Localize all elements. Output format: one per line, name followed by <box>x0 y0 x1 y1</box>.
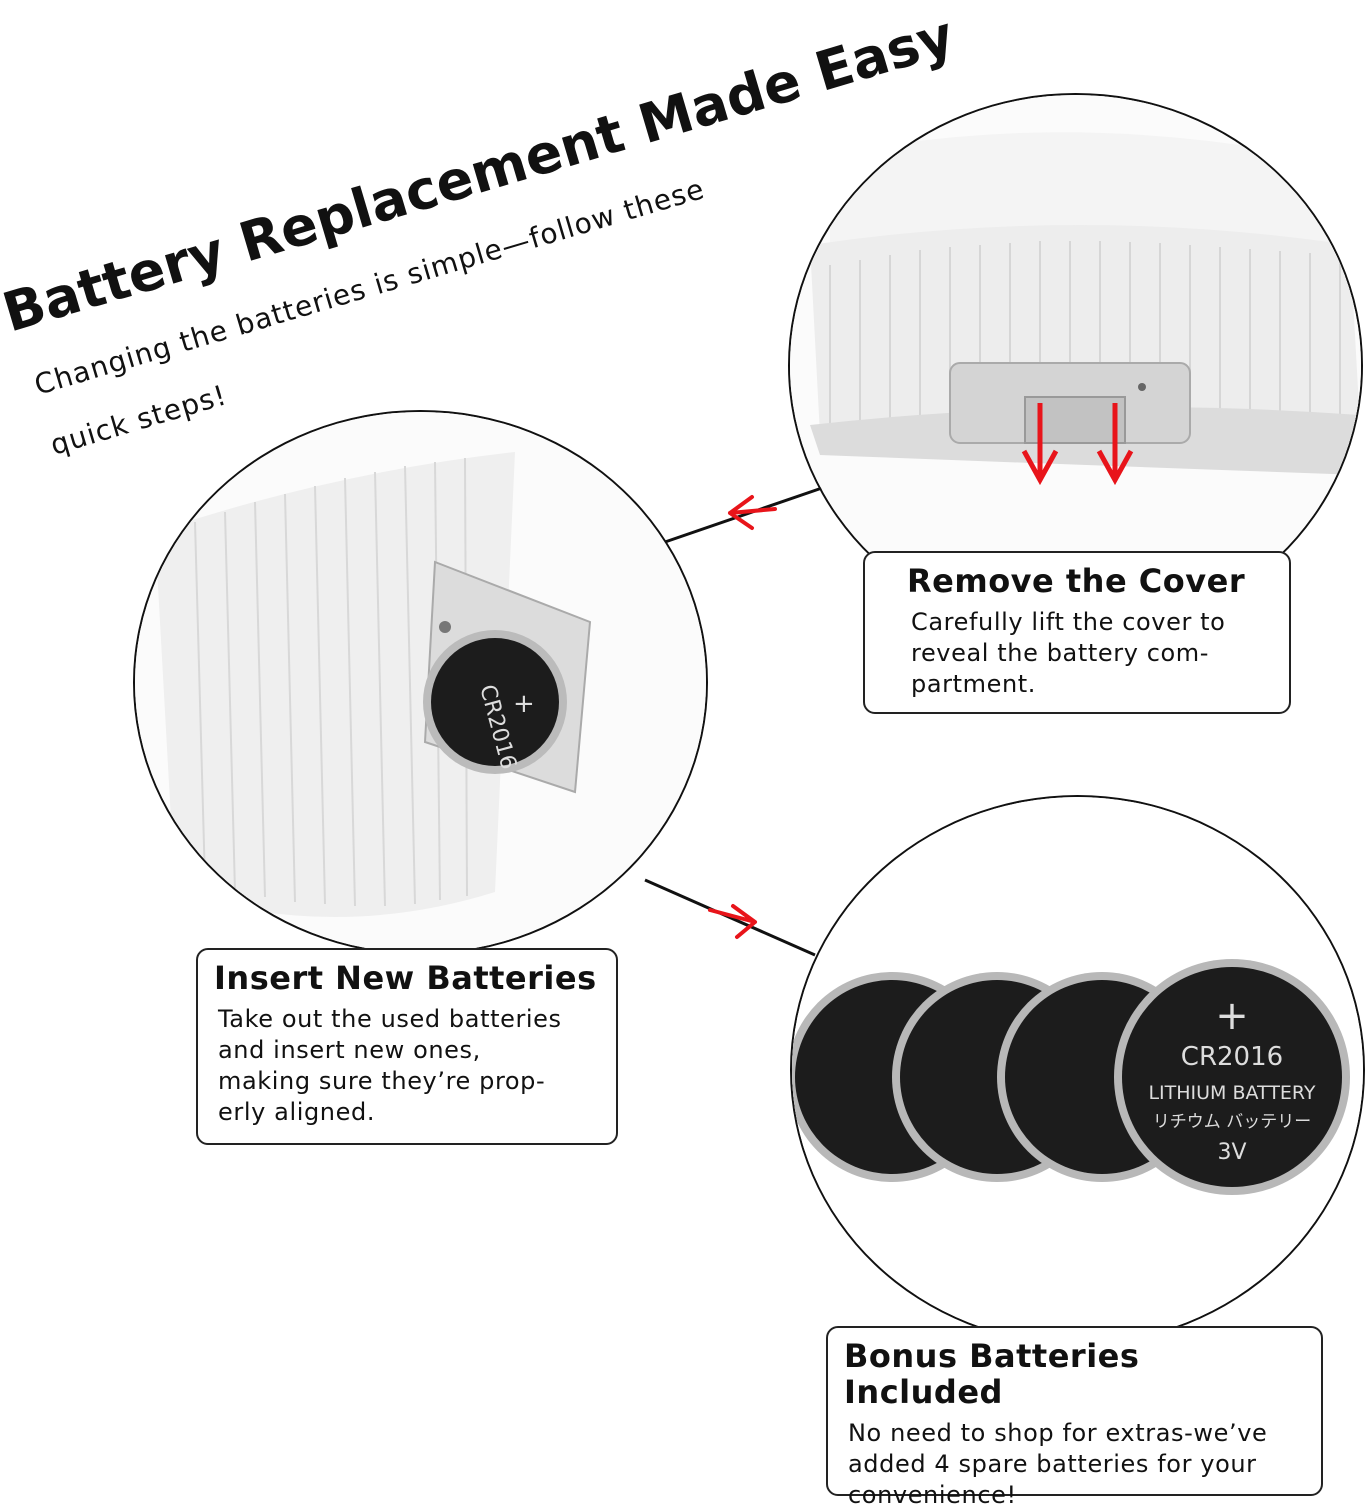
step-title: Bonus Batteries Included <box>844 1337 1140 1411</box>
battery-plus-text: + <box>1215 993 1249 1039</box>
step-description-line: Take out the used batteries <box>218 1005 562 1033</box>
step-description-line: reveal the battery com- <box>911 639 1210 667</box>
remove-cover-photo <box>788 93 1363 638</box>
red-arrow-right-icon <box>708 904 757 939</box>
step-description-line: erly aligned. <box>218 1098 376 1126</box>
battery-japanese-text: リチウム バッテリー <box>1153 1112 1311 1132</box>
red-arrow-left-icon <box>728 495 777 530</box>
battery-type-text: LITHIUM BATTERY <box>1148 1082 1315 1104</box>
step-title: Insert New Batteries <box>214 959 597 997</box>
step-description-line: and insert new ones, <box>218 1036 481 1064</box>
step-description-line: convenience! <box>848 1481 1017 1509</box>
step-card-remove-cover: Remove the Cover Carefully lift the cove… <box>863 551 1291 714</box>
insert-batteries-photo: CR2016 + <box>133 410 708 955</box>
connector-line-insert-to-bonus <box>644 878 816 957</box>
step-card-insert-batteries: Insert New Batteries Take out the used b… <box>196 948 618 1145</box>
step-card-bonus-batteries: Bonus Batteries Included No need to shop… <box>826 1326 1323 1509</box>
battery-plus-text: + <box>513 689 535 719</box>
battery-insert-illustration: CR2016 + <box>135 412 706 953</box>
step-description-line: partment. <box>911 670 1037 698</box>
bonus-batteries-photo: + CR2016 LITHIUM BATTERY リチウム バッテリー 3V <box>790 795 1365 1345</box>
headline: Battery Replacement Made Easy Changing t… <box>0 4 961 462</box>
step-title: Remove the Cover <box>907 562 1246 600</box>
battery-model-text: CR2016 <box>1181 1042 1283 1072</box>
connector-line-cover-to-insert <box>664 486 823 544</box>
coin-battery: + CR2016 LITHIUM BATTERY リチウム バッテリー 3V <box>1114 959 1350 1195</box>
knit-cuff-cover-illustration <box>790 95 1361 636</box>
step-description-line: No need to shop for extras-we’ve <box>848 1419 1268 1447</box>
battery-voltage-text: 3V <box>1217 1140 1246 1165</box>
step-description-line: making sure they’re prop- <box>218 1067 546 1095</box>
step-description-line: Carefully lift the cover to <box>911 608 1226 636</box>
step-description-line: added 4 spare batteries for your <box>848 1450 1257 1478</box>
coin-batteries-illustration: + CR2016 LITHIUM BATTERY リチウム バッテリー 3V <box>792 797 1363 1343</box>
